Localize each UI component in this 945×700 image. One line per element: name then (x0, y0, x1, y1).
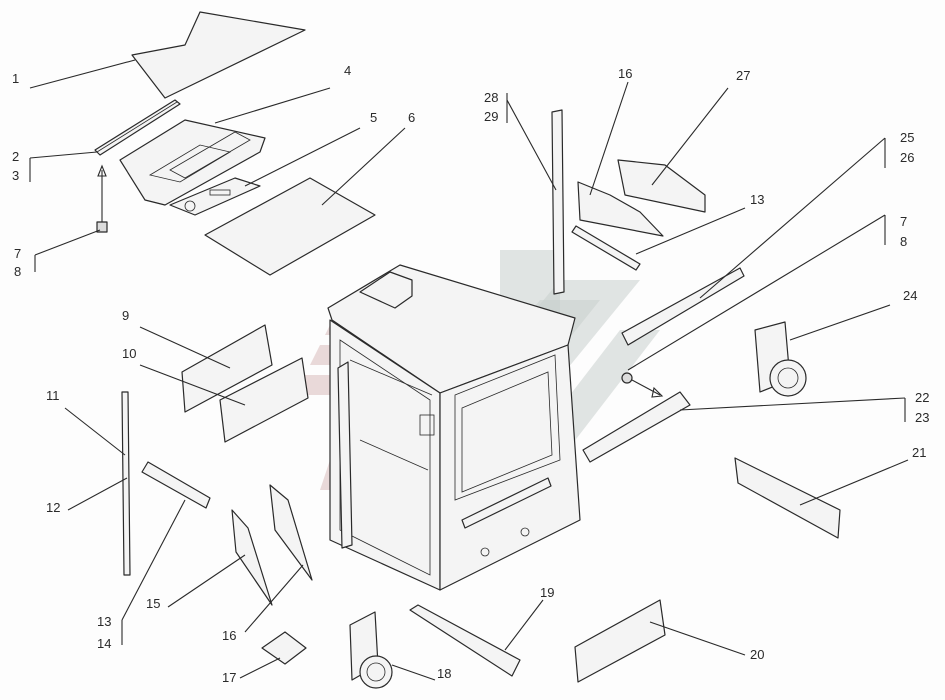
part-18-heater (349, 611, 436, 689)
part-13-bracket-left (121, 461, 211, 645)
part-27-glass (617, 87, 729, 213)
label-6: 6 (408, 110, 415, 125)
label-10: 10 (122, 346, 136, 361)
label-14-left: 14 (97, 636, 111, 651)
label-25: 25 (900, 130, 914, 145)
label-3: 3 (12, 168, 19, 183)
label-4: 4 (344, 63, 351, 78)
bolt-right (621, 214, 886, 398)
part-4-dashboard (119, 87, 331, 206)
label-17: 17 (222, 670, 236, 685)
label-26: 26 (900, 150, 914, 165)
part-2-strip (29, 99, 181, 182)
part-16-side-glass (244, 484, 313, 633)
label-13-left: 13 (97, 614, 111, 629)
label-23: 23 (915, 410, 929, 425)
label-28: 28 (484, 90, 498, 105)
label-11: 11 (46, 388, 60, 403)
part-19-rail (409, 599, 544, 677)
label-8-left: 8 (14, 264, 21, 279)
cab-body (327, 264, 581, 591)
part-13-bracket-top (571, 207, 746, 271)
label-22: 22 (915, 390, 929, 405)
label-16-bottom: 16 (222, 628, 236, 643)
label-15: 15 (146, 596, 160, 611)
part-10-panel (139, 357, 309, 443)
part-16-top-glass (577, 81, 664, 237)
label-1: 1 (12, 71, 19, 86)
label-7-left: 7 (14, 246, 21, 261)
part-28-post (506, 93, 565, 295)
part-21-strip (734, 457, 909, 539)
label-7-right: 7 (900, 214, 907, 229)
part-25-strip (621, 137, 886, 346)
label-27: 27 (736, 68, 750, 83)
part-22-angle (582, 391, 906, 463)
label-29: 29 (484, 109, 498, 124)
part-6-sheet (204, 127, 406, 276)
label-16-top: 16 (618, 66, 632, 81)
part-24-heater (754, 304, 891, 397)
label-19: 19 (540, 585, 554, 600)
label-18: 18 (437, 666, 451, 681)
label-20: 20 (750, 647, 764, 662)
part-17-plate (239, 631, 307, 679)
part-5-control-panel (169, 127, 361, 216)
label-5: 5 (370, 110, 377, 125)
label-8-right: 8 (900, 234, 907, 249)
labels: 1 2 3 4 5 6 7 8 9 10 11 12 13 14 15 16 1… (12, 63, 929, 685)
part-1-roof-panel (29, 11, 306, 99)
part-9-panel (139, 324, 273, 413)
bolt-left (34, 164, 108, 272)
label-12: 12 (46, 500, 60, 515)
part-20-panel (574, 599, 746, 683)
label-13-right: 13 (750, 192, 764, 207)
part-15-side-glass (167, 509, 273, 608)
label-9: 9 (122, 308, 129, 323)
part-11-post (64, 391, 131, 576)
label-21: 21 (912, 445, 926, 460)
label-2: 2 (12, 149, 19, 164)
label-24: 24 (903, 288, 917, 303)
